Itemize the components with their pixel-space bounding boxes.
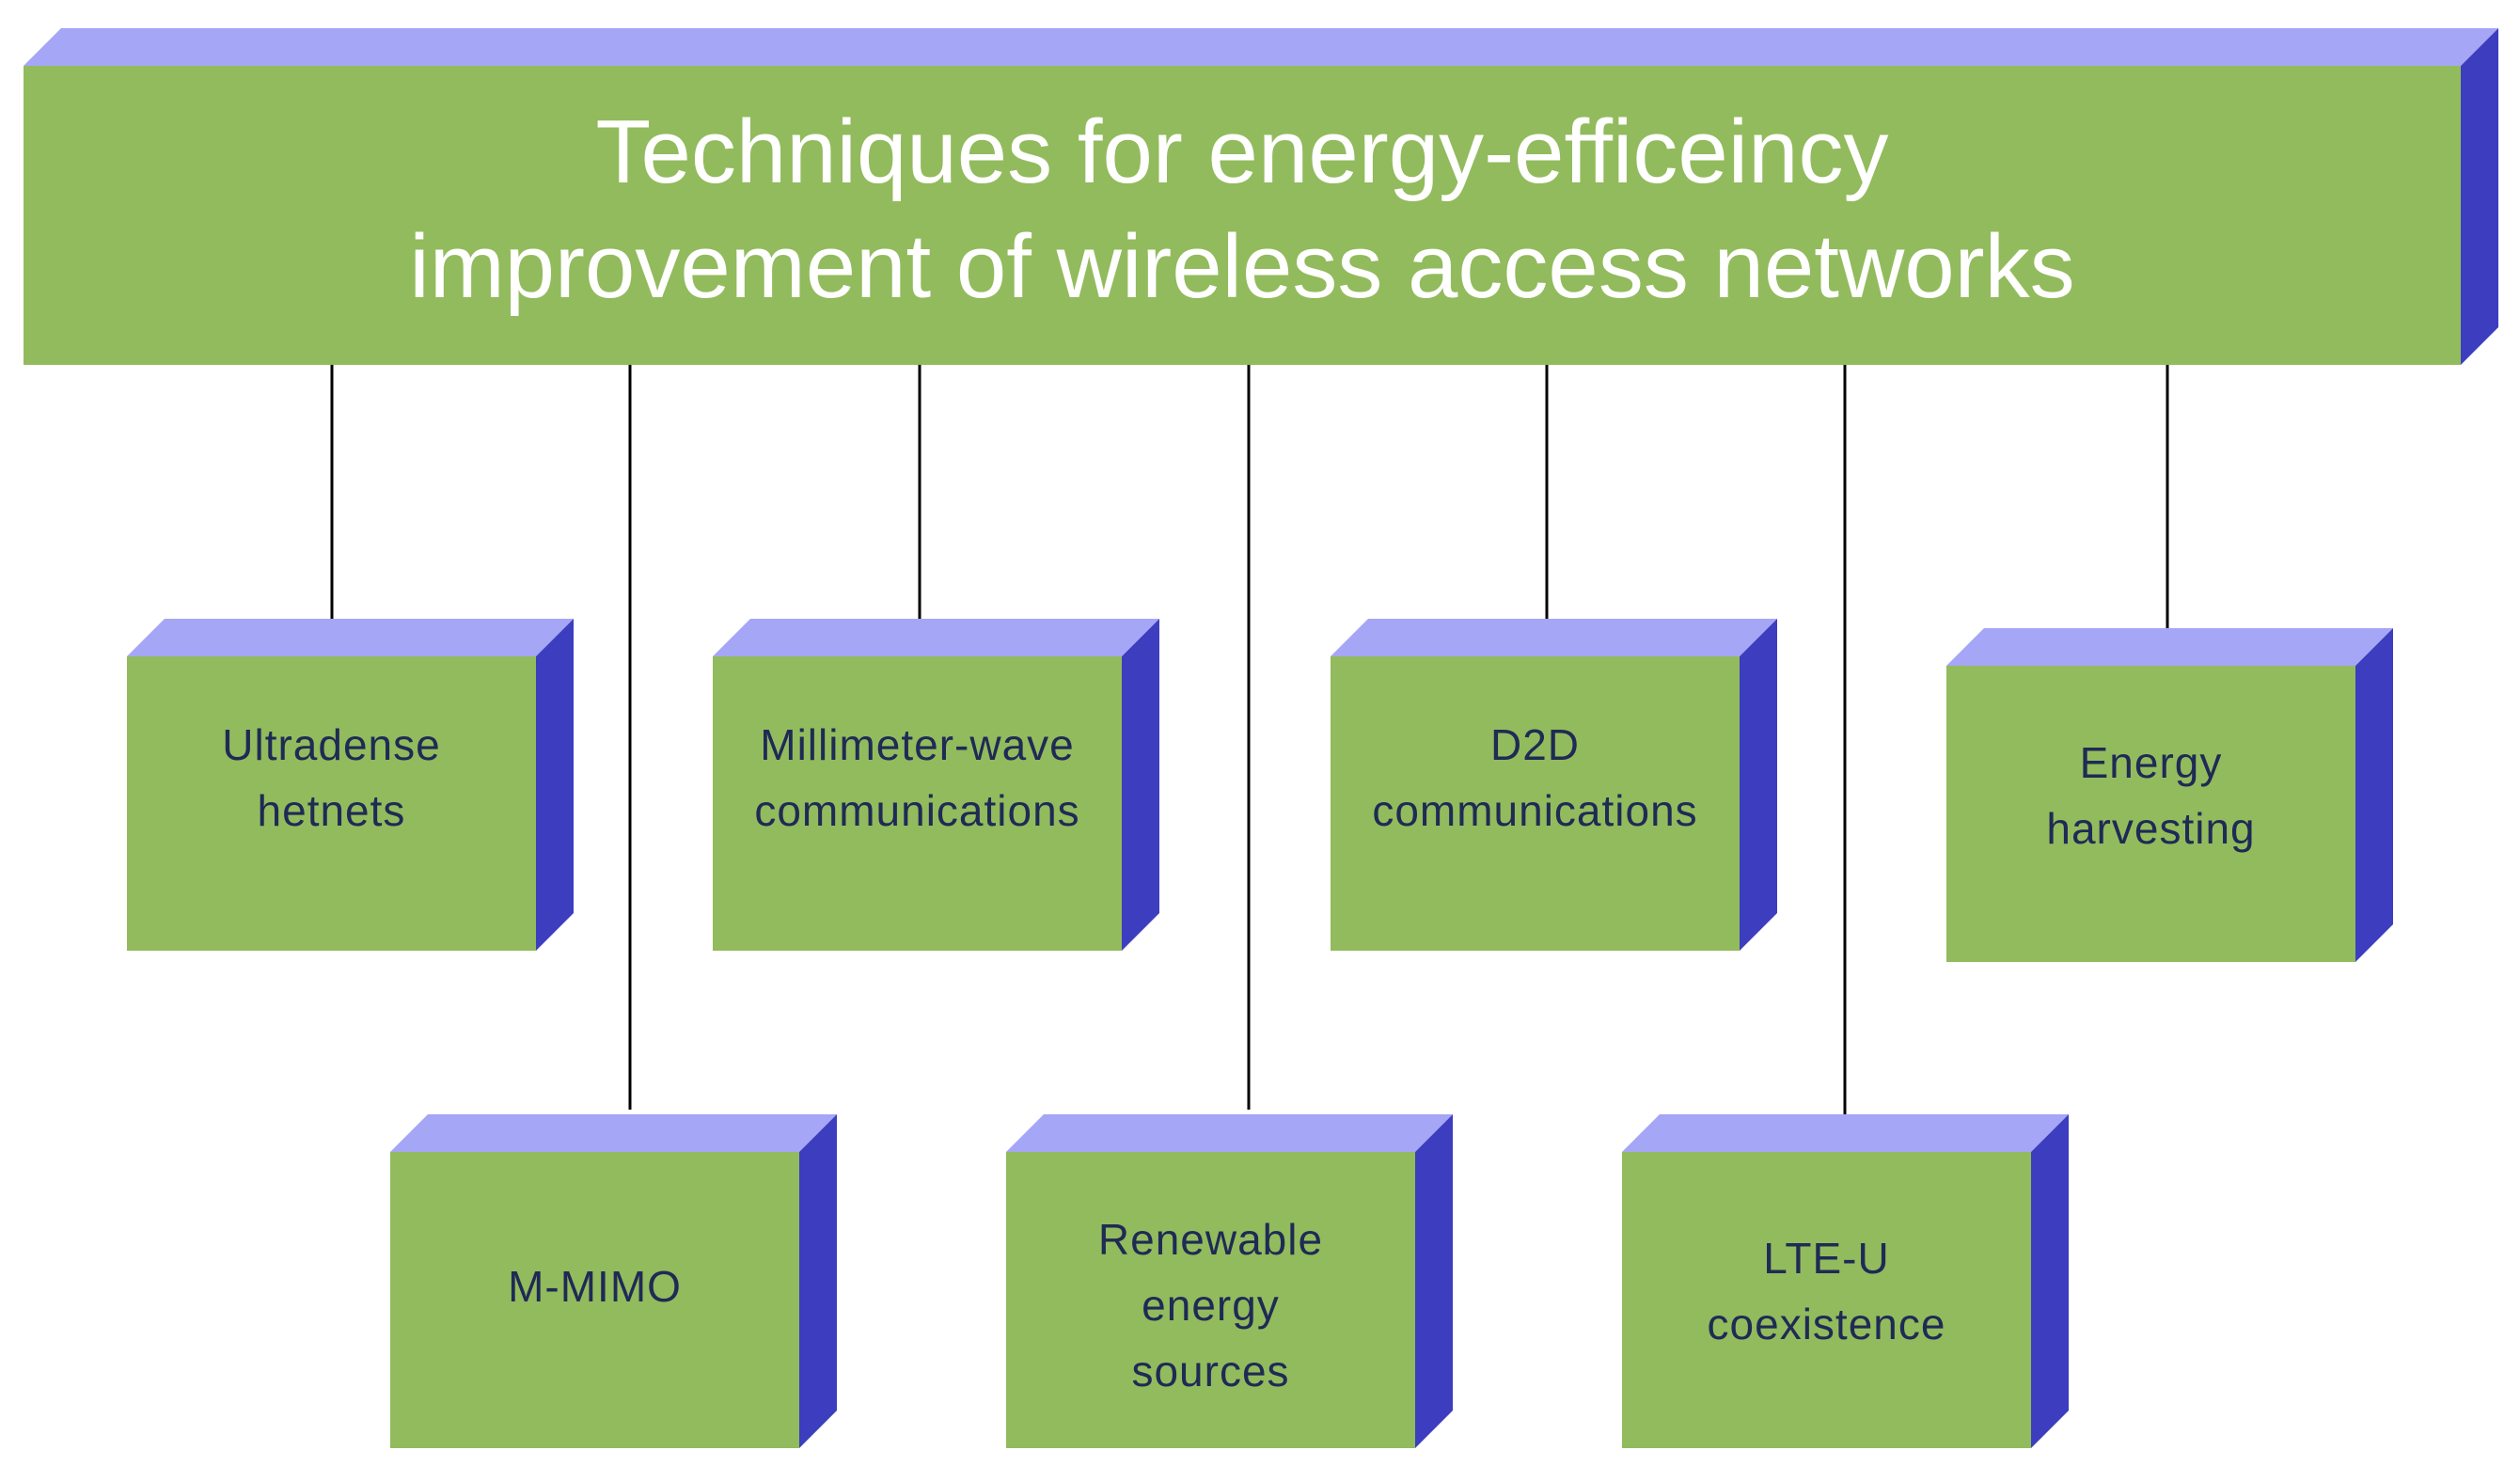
node-label: Millimeter-wave communications: [754, 720, 1080, 835]
node-front-face: Energy harvesting: [1946, 666, 2355, 962]
node-ultradense-hetnets: Ultradense hetnets: [127, 619, 574, 951]
node-front-face: LTE-U coexistence: [1622, 1152, 2031, 1448]
main-block-side-face: [2461, 28, 2498, 365]
node-top-face: [1622, 1114, 2069, 1152]
diagram-title: Techniques for energy-efficeincy improve…: [409, 102, 2075, 317]
node-front-face: Millimeter-wave communications: [713, 656, 1122, 951]
node-top-face: [713, 619, 1159, 656]
node-d2d: D2D communications: [1331, 619, 1777, 951]
main-block-top-face: [24, 28, 2498, 66]
node-energy-harvesting: Energy harvesting: [1946, 628, 2393, 962]
node-side-face: [2355, 628, 2393, 962]
node-front-face: M-MIMO: [390, 1152, 799, 1448]
node-label: Renewable energy sources: [1097, 1214, 1324, 1395]
node-side-face: [799, 1114, 837, 1448]
node-lte-u: LTE-U coexistence: [1622, 1114, 2069, 1448]
node-top-face: [127, 619, 574, 656]
node-top-face: [1331, 619, 1777, 656]
node-front-face: Renewable energy sources: [1006, 1152, 1415, 1448]
node-side-face: [1415, 1114, 1453, 1448]
node-top-face: [1946, 628, 2393, 666]
node-label: M-MIMO: [508, 1261, 682, 1311]
node-top-face: [390, 1114, 837, 1152]
node-side-face: [536, 619, 574, 951]
main-technique-block: Techniques for energy-efficeincy improve…: [24, 28, 2498, 365]
node-front-face: Ultradense hetnets: [127, 656, 536, 951]
node-millimeter-wave: Millimeter-wave communications: [713, 619, 1159, 951]
node-label: Ultradense hetnets: [222, 720, 441, 835]
node-side-face: [2031, 1114, 2069, 1448]
node-m-mimo: M-MIMO: [390, 1114, 837, 1448]
node-label: D2D communications: [1372, 720, 1698, 835]
node-side-face: [1122, 619, 1159, 951]
node-side-face: [1740, 619, 1777, 951]
node-renewable-energy: Renewable energy sources: [1006, 1114, 1453, 1448]
node-front-face: D2D communications: [1331, 656, 1740, 951]
main-block-front-face: Techniques for energy-efficeincy improve…: [24, 66, 2461, 365]
node-top-face: [1006, 1114, 1453, 1152]
node-label: LTE-U coexistence: [1707, 1233, 1946, 1348]
node-label: Energy harvesting: [2046, 737, 2256, 853]
